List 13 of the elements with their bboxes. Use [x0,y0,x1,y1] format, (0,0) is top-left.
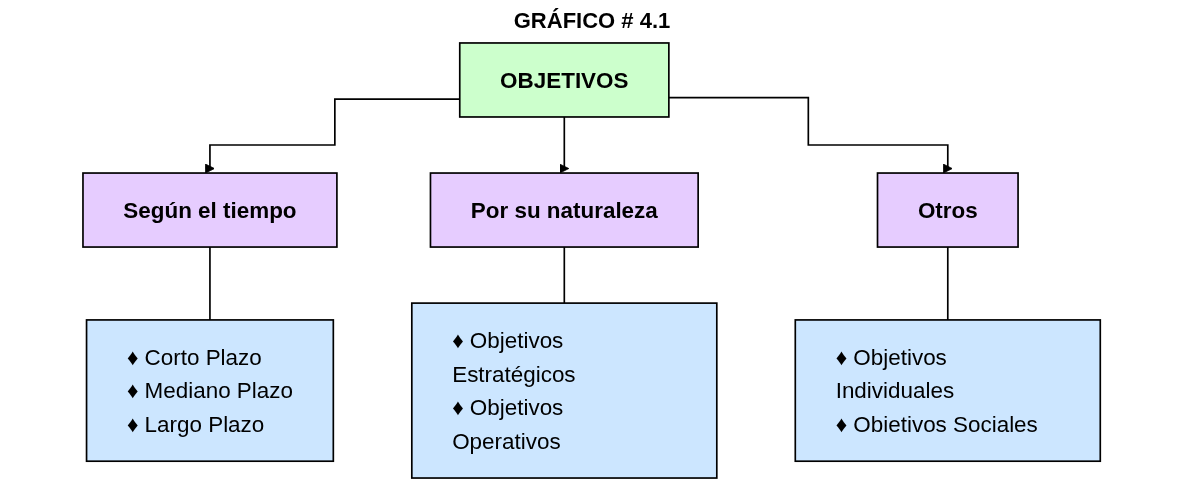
connector [563,246,566,304]
arrow [205,98,461,174]
node-box: OBJETIVOS [459,42,671,118]
arrow [559,116,570,174]
connector [947,246,949,321]
node-box: Otros [877,172,1020,248]
diagram-title: GRÁFICO # 4.1 [513,8,671,34]
node-box: ♦ Corto Plazo ♦ Mediano Plazo ♦ Largo Plazo [86,319,335,463]
node-box: ♦ Objetivos Estratégicos ♦ Objetivos Operativos [411,302,718,479]
node-box: Por su naturaleza [430,172,700,248]
node-box: ♦ Objetivos Individuales ♦ Obietivos Sociales [794,319,1102,463]
node-box: Según el tiempo [82,172,339,248]
connector [209,246,212,321]
